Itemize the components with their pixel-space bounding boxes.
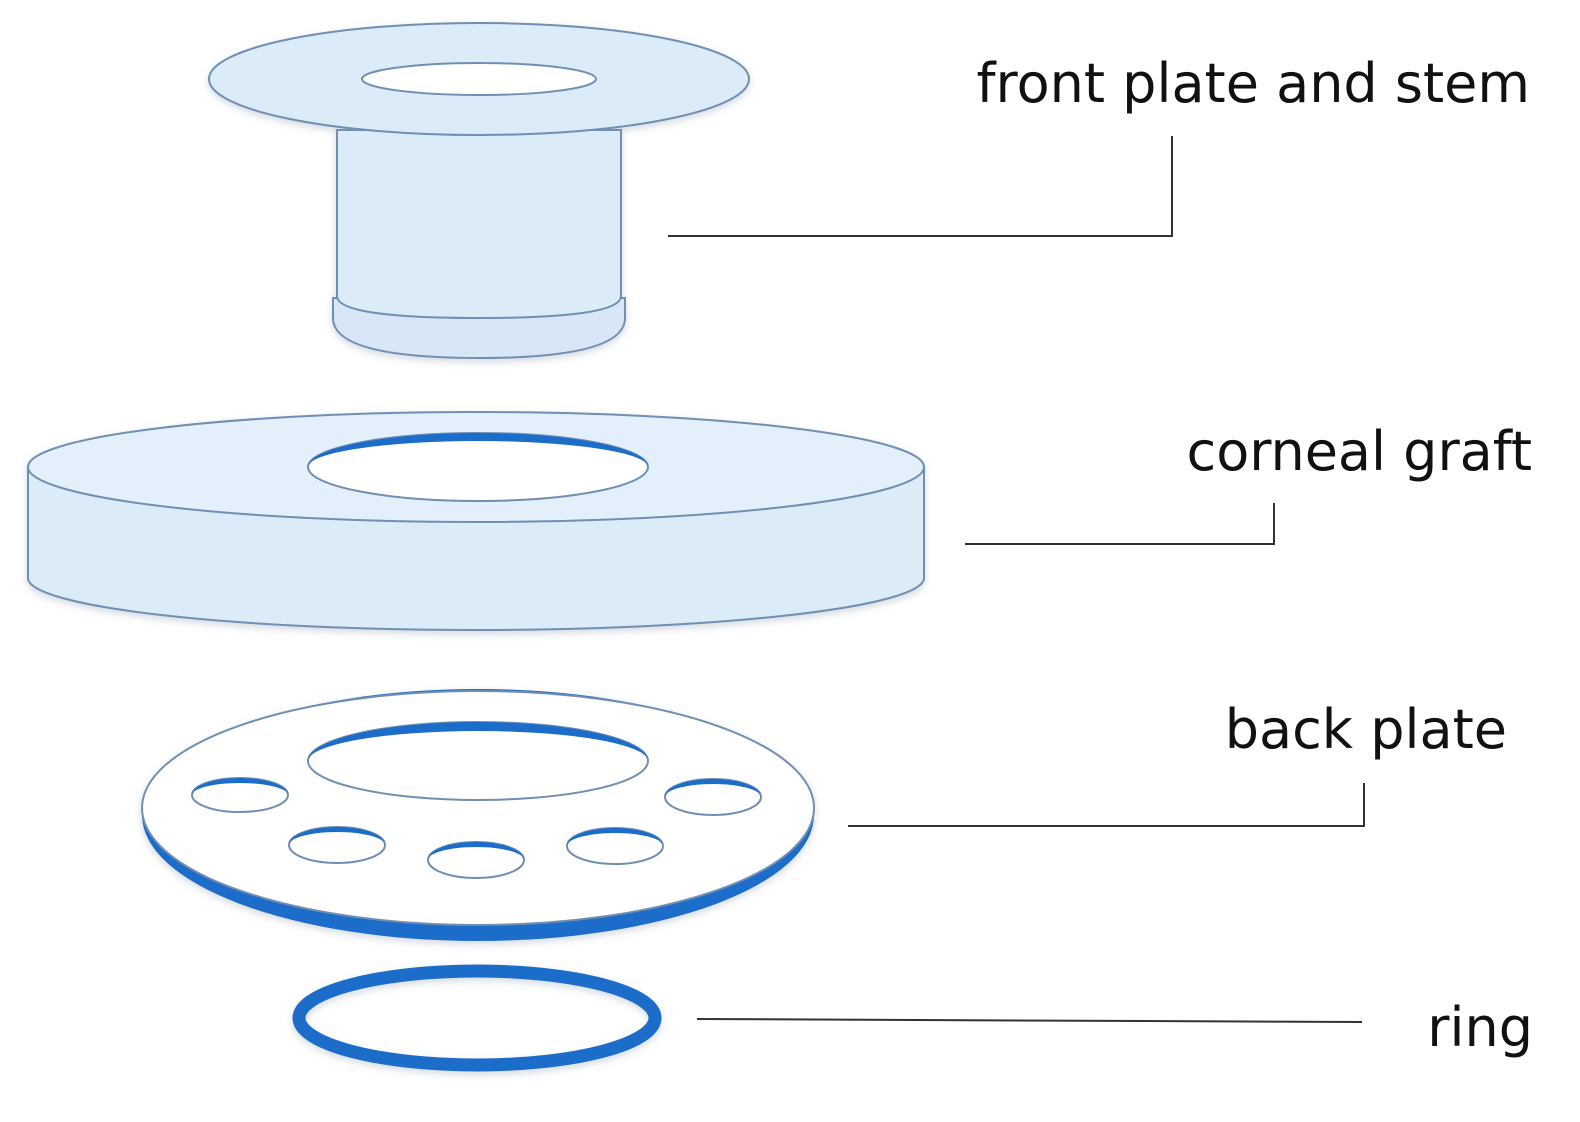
label-front-plate-and-stem: front plate and stem (977, 52, 1530, 115)
back-plate-part (141, 689, 815, 941)
leader-line-back-plate (848, 783, 1365, 827)
front-plate-center-hole (361, 62, 597, 96)
label-corneal-graft: corneal graft (1187, 420, 1533, 483)
corneal-graft-part (27, 411, 925, 631)
corneal-graft-hole-inner-wall (308, 433, 648, 467)
leader-line-front-plate-and-stem (668, 136, 1173, 237)
front-plate-and-stem-part (208, 22, 750, 360)
back-plate-hole-lower-right-wall (567, 828, 663, 846)
leader-line-ring (696, 1018, 1363, 1023)
back-plate-top-face (141, 690, 815, 926)
ring-part (292, 964, 662, 1072)
label-back-plate: back plate (1225, 698, 1507, 761)
stem-body (336, 129, 622, 320)
back-plate-hole-left-wall (192, 778, 288, 795)
label-ring: ring (1427, 996, 1533, 1059)
back-plate-hole-right-wall (665, 779, 761, 797)
back-plate-hole-lower-left-wall (289, 827, 385, 845)
back-plate-center-hole-wall (308, 722, 648, 761)
ring-shape (292, 964, 662, 1072)
leader-line-corneal-graft (965, 503, 1275, 545)
back-plate-hole-lower-middle-wall (428, 842, 524, 860)
